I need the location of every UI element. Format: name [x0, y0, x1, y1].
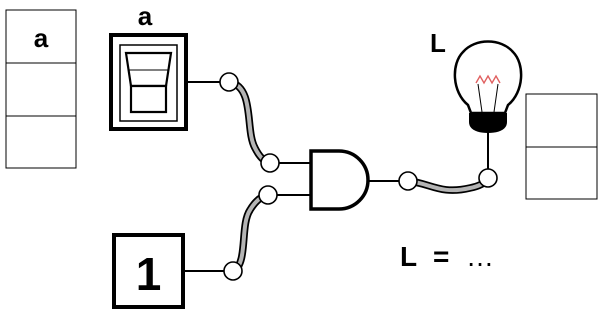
constant-value-text: 1	[136, 248, 162, 300]
constant-one-block[interactable]: 1	[112, 233, 185, 309]
connector-nodes	[219, 72, 498, 281]
input-truth-table: a	[5, 9, 77, 169]
light-bulb[interactable]	[453, 40, 523, 134]
switch-label: a	[138, 1, 153, 31]
toggle-switch[interactable]	[109, 33, 188, 131]
bulb-filament	[475, 74, 501, 85]
connector-gate-in-b[interactable]	[258, 185, 278, 205]
connector-constant-out[interactable]	[223, 261, 243, 281]
output-equation: L = …	[400, 241, 494, 272]
bulb-filament-support-right	[493, 83, 499, 113]
input-table-header-cell	[5, 9, 77, 64]
input-table-row-1[interactable]	[5, 62, 77, 117]
output-table-row-2[interactable]	[525, 146, 598, 200]
input-table-header-text: a	[34, 23, 49, 53]
wire-constant-to-gate[interactable]	[232, 193, 270, 273]
bulb-base	[469, 113, 507, 133]
output-table-row-1[interactable]	[525, 93, 598, 148]
connector-gate-in-a[interactable]	[260, 153, 280, 173]
connector-switch-out[interactable]	[219, 72, 239, 92]
input-table-row-2[interactable]	[5, 115, 77, 169]
bulb-filament-support-left	[477, 83, 483, 113]
output-truth-table	[525, 93, 598, 200]
switch-rocker-bottom	[129, 84, 168, 114]
equation-equals: =	[433, 241, 449, 272]
and-gate[interactable]	[309, 149, 370, 211]
equation-rhs[interactable]: …	[466, 241, 494, 272]
connector-gate-out[interactable]	[398, 171, 418, 191]
lamp-label: L	[430, 28, 446, 58]
connector-lamp-in[interactable]	[478, 168, 498, 188]
equation-lhs: L	[400, 241, 417, 272]
wire-switch-to-gate[interactable]	[228, 80, 272, 165]
